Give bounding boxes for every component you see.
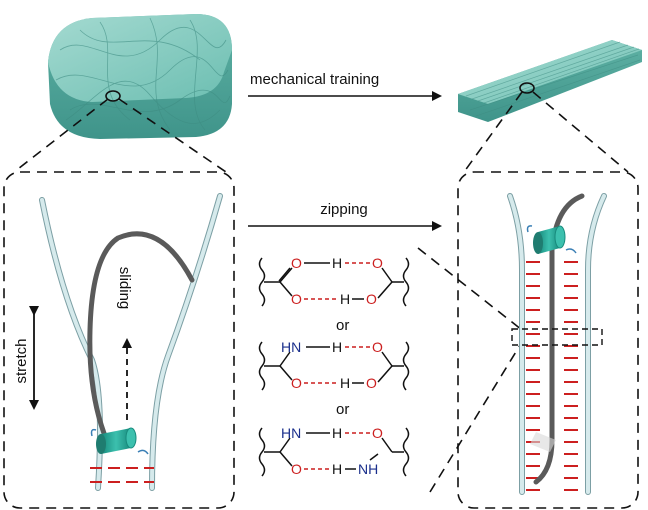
atom-top-right: O <box>372 339 383 355</box>
atom-top-mid: H <box>332 255 342 271</box>
atom-top-mid: H <box>332 339 342 355</box>
zoom-spot-right <box>519 82 535 94</box>
faint-crosslink <box>530 432 556 452</box>
atom-top-right: O <box>372 425 383 441</box>
atom-bottom-mid: H <box>340 375 350 391</box>
sliding-label: sliding <box>116 267 133 310</box>
atom-top-left: HN <box>281 425 301 441</box>
atom-bottom-left: O <box>291 375 302 391</box>
left-polymer-chain <box>87 231 195 451</box>
atom-top-mid: H <box>332 425 342 441</box>
atom-bottom-left: O <box>291 461 302 477</box>
bond-scheme-cooh-cooh: O H O O H O <box>258 255 410 307</box>
atom-bottom-left: O <box>291 291 302 307</box>
or-label-2: or <box>336 401 349 418</box>
atom-bottom-mid: H <box>332 461 342 477</box>
atom-bottom-right: O <box>366 375 377 391</box>
anisotropic-hydrogel-strip <box>458 40 642 122</box>
atom-bottom-right: NH <box>358 461 378 477</box>
zipping-label: zipping <box>320 201 368 218</box>
atom-bottom-right: O <box>366 291 377 307</box>
bond-scheme-nh-nh: HN H O O H NH <box>258 425 410 477</box>
stretch-label: stretch <box>13 338 30 383</box>
zoom-spot-left <box>105 90 121 102</box>
mechanical-training-label: mechanical training <box>250 71 379 88</box>
zoom-lines <box>13 91 629 493</box>
bond-scheme-nh-cooh: HN H O O H O <box>258 339 410 391</box>
atom-bottom-mid: H <box>340 291 350 307</box>
right-fibers <box>507 193 607 495</box>
right-ring-slider <box>526 225 577 254</box>
left-zoom-panel <box>3 171 235 509</box>
left-hbond-dashes <box>90 467 154 483</box>
isotropic-hydrogel-block <box>48 14 232 139</box>
right-zoom-panel <box>457 171 639 509</box>
left-ring-slider <box>90 427 149 455</box>
bond-zoom-box <box>511 328 603 346</box>
atom-top-left: HN <box>281 339 301 355</box>
atom-top-right: O <box>372 255 383 271</box>
or-label-1: or <box>336 317 349 334</box>
atom-top-left: O <box>291 255 302 271</box>
